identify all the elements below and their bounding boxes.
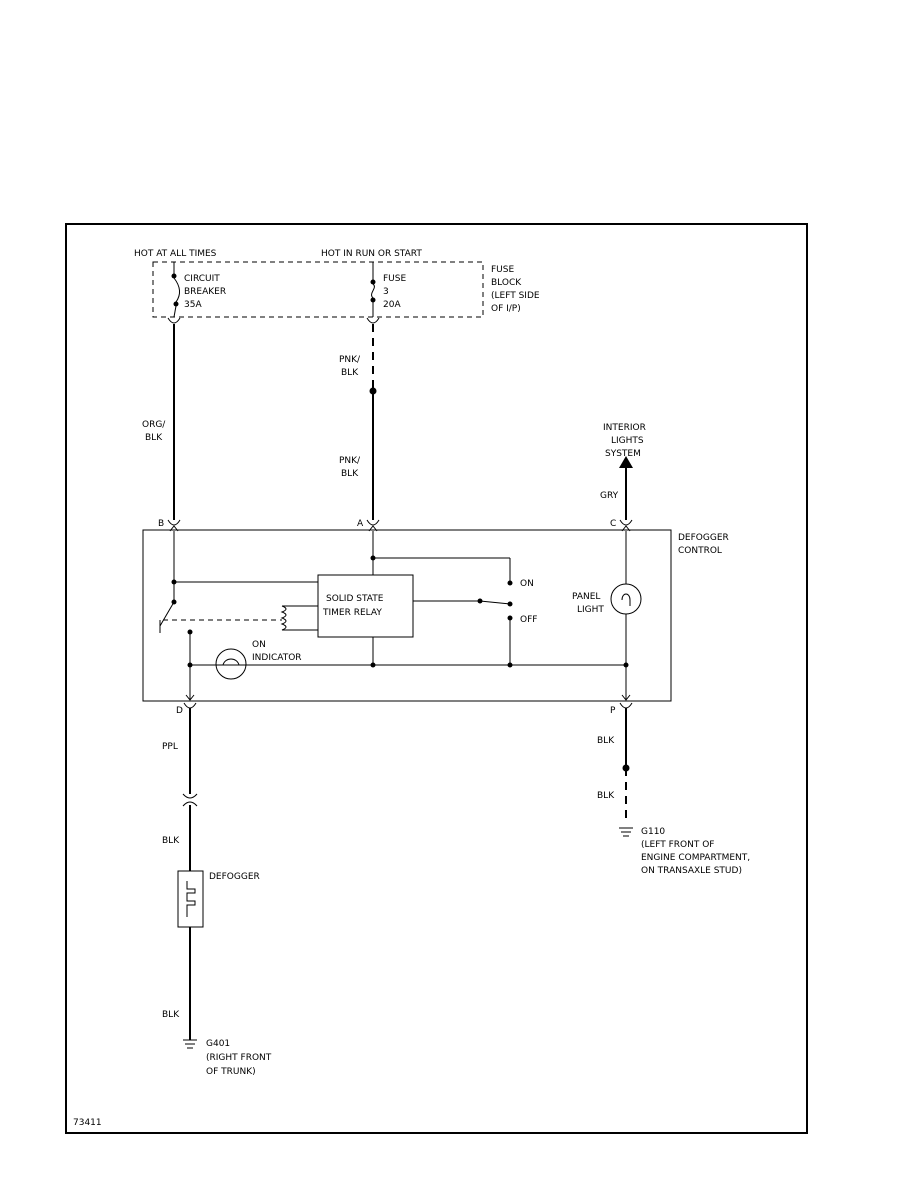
connector-b [167,519,181,532]
ground-g110-label: G110 (LEFT FRONT OF ENGINE COMPARTMENT, … [641,827,750,876]
svg-text:INTERIOR: INTERIOR [603,423,646,433]
inline-connector [182,793,198,807]
defogger-control-box [142,529,672,702]
ground-g401-label: G401 (RIGHT FRONT OF TRUNK) [206,1039,272,1077]
wire-org-blk-label: ORG/ BLK [142,420,166,443]
on-indicator-icon [215,648,247,680]
svg-text:OF I/P): OF I/P) [491,304,521,314]
control-junction-dots [171,555,629,668]
wire-pnk-blk-upper-label: PNK/ BLK [339,355,361,378]
connector-p-label: P [610,706,616,716]
defogger-grid [177,870,204,928]
svg-text:SYSTEM: SYSTEM [605,449,641,459]
defogger-control-label: DEFOGGER CONTROL [678,533,729,556]
wire-blk-ground-upper-label: BLK [597,736,615,746]
relay-label: SOLID STATE TIMER RELAY [322,594,384,618]
svg-text:DEFOGGER: DEFOGGER [678,533,729,543]
ground-g110-icon [619,827,633,837]
wire-ppl-label: PPL [162,742,178,752]
svg-text:BREAKER: BREAKER [184,287,226,297]
fuse-block-label: FUSE BLOCK (LEFT SIDE OF I/P) [491,265,540,314]
connector-c [619,519,633,532]
hot-at-all-times-label: HOT AT ALL TIMES [134,249,217,259]
connector-d-label: D [176,706,183,716]
control-internal-wiring [159,531,627,700]
svg-text:20A: 20A [383,300,401,310]
interior-lights-label: INTERIOR LIGHTS SYSTEM [603,423,646,459]
svg-text:OF TRUNK): OF TRUNK) [206,1067,256,1077]
svg-text:ON TRANSAXLE STUD): ON TRANSAXLE STUD) [641,866,742,876]
diagram-frame [65,223,808,1134]
svg-text:CONTROL: CONTROL [678,546,722,556]
fuse-block-box [152,261,484,318]
svg-text:FUSE: FUSE [491,265,514,275]
svg-text:PNK/: PNK/ [339,355,361,365]
wire-blk-ground-lower-label: BLK [597,791,615,801]
svg-text:(RIGHT FRONT: (RIGHT FRONT [206,1053,272,1063]
up-arrow-icon [619,456,633,468]
svg-text:CIRCUIT: CIRCUIT [184,274,220,284]
relay-coil [280,605,318,631]
panel-light-label: PANEL LIGHT [572,592,604,615]
svg-text:ENGINE COMPARTMENT,: ENGINE COMPARTMENT, [641,853,750,863]
panel-light-icon [610,583,642,615]
svg-text:BLK: BLK [341,469,359,479]
svg-text:BLOCK: BLOCK [491,278,522,288]
switch-on-label: ON [520,579,534,589]
defogger-element-icon [186,881,196,917]
ground-g401-icon [183,1039,197,1049]
defogger-label: DEFOGGER [209,872,260,882]
svg-text:BLK: BLK [145,433,163,443]
fuse-3 [370,262,376,317]
connector-a [366,519,380,532]
svg-text:PNK/: PNK/ [339,456,361,466]
svg-text:35A: 35A [184,300,202,310]
diagram-id: 73411 [73,1118,102,1128]
hot-in-run-label: HOT IN RUN OR START [321,249,422,259]
circuit-breaker [171,262,180,318]
svg-text:LIGHTS: LIGHTS [611,436,644,446]
wire-gry-label: GRY [600,491,619,501]
svg-text:SOLID STATE: SOLID STATE [326,594,384,604]
fuse-3-label: FUSE 3 20A [383,274,406,310]
svg-text:3: 3 [383,287,389,297]
svg-text:PANEL: PANEL [572,592,600,602]
svg-text:INDICATOR: INDICATOR [252,653,302,663]
svg-text:(LEFT FRONT OF: (LEFT FRONT OF [641,840,714,850]
fuse-connector [366,317,380,324]
svg-text:G110: G110 [641,827,665,837]
svg-text:G401: G401 [206,1039,230,1049]
circuit-breaker-label: CIRCUIT BREAKER 35A [184,274,226,310]
connector-a-label: A [357,519,364,529]
connector-b-label: B [158,519,164,529]
svg-text:ON: ON [252,640,266,650]
breaker-connector [167,317,181,324]
svg-text:(LEFT SIDE: (LEFT SIDE [491,291,540,301]
wire-blk-defogger-bottom-label: BLK [162,1010,180,1020]
solid-state-timer-relay [317,574,414,638]
svg-text:FUSE: FUSE [383,274,406,284]
on-indicator-label: ON INDICATOR [252,640,302,663]
wire-blk-defogger-top-label: BLK [162,836,180,846]
svg-text:BLK: BLK [341,368,359,378]
svg-text:LIGHT: LIGHT [577,605,604,615]
switch-off-label: OFF [520,615,537,625]
svg-text:ORG/: ORG/ [142,420,166,430]
connector-c-label: C [610,519,616,529]
svg-text:TIMER RELAY: TIMER RELAY [322,608,382,618]
wire-pnk-blk-lower-label: PNK/ BLK [339,456,361,479]
